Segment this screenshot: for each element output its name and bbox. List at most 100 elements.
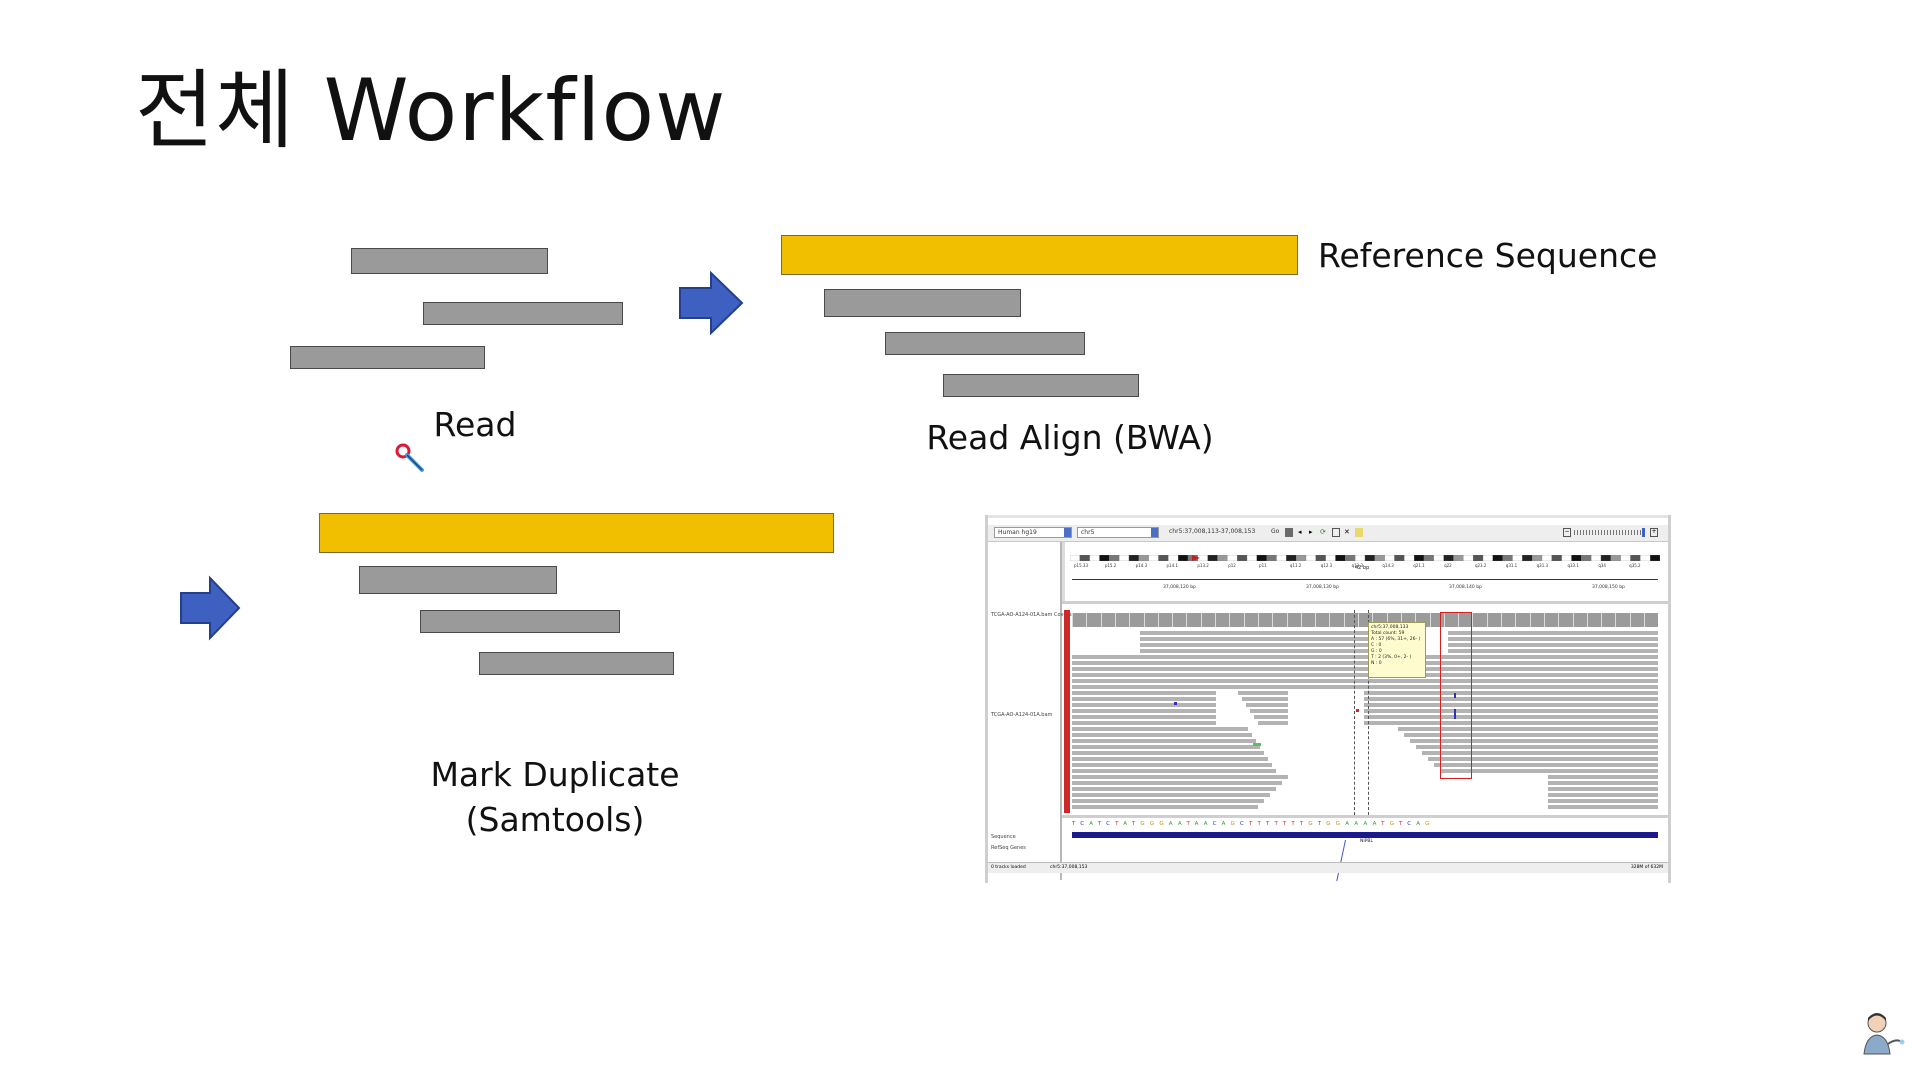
reference-sequence-bar — [319, 513, 834, 553]
alignment-read — [1428, 757, 1658, 761]
chevron-down-icon — [1151, 528, 1158, 537]
igv-status-bar: 0 tracks loaded chr5:37,008,153 328M of … — [988, 862, 1668, 873]
mismatch-mark — [1253, 743, 1261, 746]
coverage-base-divider — [1586, 613, 1588, 627]
zoom-in-icon[interactable]: + — [1650, 528, 1658, 537]
alignment-read — [1448, 631, 1658, 635]
ruler-tick-label: 37,008,150 bp — [1592, 585, 1625, 590]
coverage-base-divider — [1129, 613, 1131, 627]
coverage-base-divider — [1114, 613, 1116, 627]
coverage-base-divider — [1329, 613, 1331, 627]
coverage-base-divider — [1644, 613, 1645, 627]
coverage-base-divider — [1286, 613, 1288, 627]
alignment-read — [1364, 691, 1658, 695]
ideogram-band-label: q21.1 — [1413, 563, 1425, 568]
zoom-slider-handle[interactable] — [1642, 528, 1645, 537]
chromosome-select[interactable]: chr5 — [1077, 527, 1159, 538]
slide-title: 전체 Workflow — [135, 61, 727, 161]
right-arrow-icon — [679, 270, 744, 336]
alignment-read — [1364, 697, 1658, 701]
ideogram-band — [1119, 555, 1130, 561]
go-button[interactable]: Go — [1268, 527, 1282, 538]
track-name: TCGA-AO-A124-01A.bam — [991, 712, 1053, 718]
ideogram-band-label: q34 — [1598, 563, 1606, 568]
ideogram-band — [1315, 555, 1326, 561]
alignment-read — [1072, 769, 1276, 773]
locus-input[interactable]: chr5:37,008,113-37,008,153 — [1166, 527, 1266, 538]
alignment-read — [1448, 637, 1658, 641]
tooltip-line: G : 0 — [1371, 649, 1382, 654]
panel-divider — [1062, 542, 1065, 602]
ideogram-band-label: q35.2 — [1629, 563, 1641, 568]
ideogram-band — [1070, 555, 1080, 561]
refresh-icon[interactable]: ⟳ — [1320, 528, 1326, 536]
ideogram-band — [1178, 555, 1189, 561]
status-tracks: 0 tracks loaded — [991, 865, 1026, 870]
ideogram-band-label: q22 — [1444, 563, 1452, 568]
alignment-read — [1246, 703, 1288, 707]
alignment-read — [1440, 769, 1658, 773]
zoom-slider[interactable] — [1574, 530, 1644, 535]
coverage-base-divider — [1100, 613, 1102, 627]
ideogram-band — [1237, 555, 1248, 561]
alignment-read — [1254, 715, 1288, 719]
sequence-base: A — [1168, 821, 1178, 827]
ideogram-band — [1414, 555, 1425, 561]
ideogram-band — [1650, 555, 1660, 561]
home-icon[interactable] — [1285, 528, 1293, 537]
ideogram-band — [1551, 555, 1562, 561]
ideogram-band — [1600, 555, 1611, 561]
alignment-read — [1072, 745, 1260, 749]
alignment-read — [1204, 679, 1424, 683]
center-guide-line — [1368, 610, 1369, 815]
ruler-tick-label: 37,008,120 bp — [1163, 585, 1196, 590]
ideogram-band — [1305, 555, 1316, 561]
track-name: TCGA-AO-A124-01A.bam Coverage — [991, 612, 1078, 618]
coverage-base-divider — [1272, 613, 1274, 627]
ideogram-band — [1591, 555, 1602, 561]
popup-icon[interactable] — [1355, 528, 1363, 537]
back-icon[interactable]: ◂ — [1298, 528, 1302, 536]
ideogram-band-label: p13.2 — [1197, 563, 1209, 568]
alignment-read — [1238, 691, 1288, 695]
coverage-base-divider — [1257, 613, 1259, 627]
coverage-base-divider — [1629, 613, 1631, 627]
sequence-base: T — [1249, 821, 1258, 827]
zoom-out-icon[interactable]: − — [1563, 528, 1571, 537]
go-button-label: Go — [1271, 528, 1280, 535]
coverage-base-divider — [1443, 613, 1445, 627]
sequence-base: T — [1398, 821, 1408, 827]
alignment-read — [1072, 703, 1216, 707]
genome-select[interactable]: Human hg19 — [994, 527, 1072, 538]
alignment-read — [1258, 721, 1288, 725]
mismatch-mark — [1454, 693, 1456, 698]
cursor-line — [1336, 839, 1346, 882]
coverage-base-divider — [1400, 613, 1402, 627]
ruler-line — [1072, 579, 1658, 580]
ideogram-band-label: p14.3 — [1135, 563, 1148, 568]
alignment-read — [1364, 709, 1658, 713]
alignment-read — [1404, 733, 1658, 737]
ideogram-band — [1355, 555, 1366, 561]
coverage-base-divider — [1229, 613, 1231, 627]
ideogram-band — [1148, 555, 1159, 561]
sequence-base: A — [1221, 821, 1231, 827]
alignment-read — [1140, 637, 1424, 641]
alignment-read — [1072, 679, 1216, 683]
sequence-base: G — [1149, 821, 1160, 827]
sequence-base: T — [1072, 821, 1081, 827]
alignment-read — [1072, 775, 1288, 779]
mismatch-mark — [1356, 709, 1359, 712]
forward-icon[interactable]: ▸ — [1309, 528, 1313, 536]
alignment-read — [1448, 643, 1658, 647]
span-label: 42 bp — [1355, 565, 1370, 571]
mismatch-mark — [1174, 702, 1177, 705]
ideogram-band — [1492, 555, 1503, 561]
aligned-read-bar — [824, 289, 1021, 317]
close-icon[interactable]: ✕ — [1344, 528, 1350, 536]
ideogram-band — [1099, 555, 1110, 561]
resize-icon[interactable] — [1332, 528, 1340, 537]
ideogram-band — [1286, 555, 1297, 561]
ideogram-band — [1423, 555, 1434, 561]
sequence-base: C — [1407, 821, 1417, 827]
